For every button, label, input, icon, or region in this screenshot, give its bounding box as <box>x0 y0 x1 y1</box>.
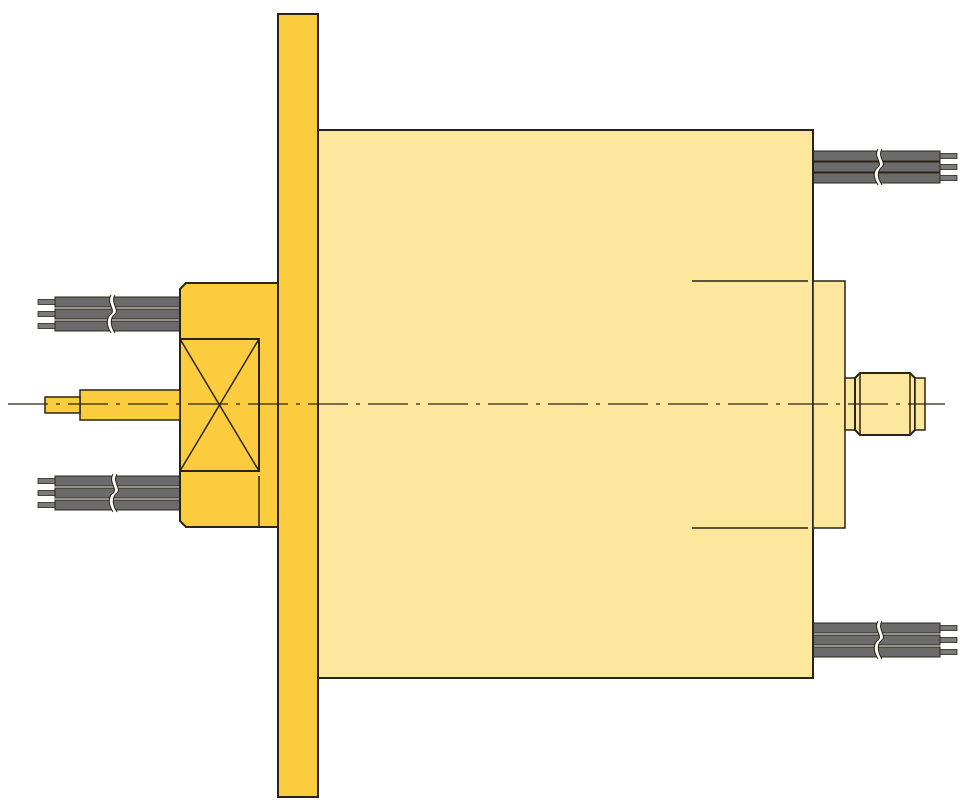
wire-bundle-left-top <box>37 293 181 335</box>
wire-tip <box>37 299 56 305</box>
break-mark <box>107 293 117 335</box>
break-mark <box>877 148 884 186</box>
wire-bundle-right-bottom <box>812 619 958 661</box>
wire <box>54 320 181 332</box>
break-mark <box>874 619 884 661</box>
break-mark <box>874 147 884 187</box>
wire-tip <box>37 478 56 484</box>
break-mark <box>108 473 115 513</box>
wire-bundles <box>37 147 958 661</box>
wire-tip <box>37 311 56 317</box>
break-mark <box>109 472 119 514</box>
break-mark <box>106 294 113 334</box>
wire-tip <box>939 153 958 159</box>
shaft <box>79 389 181 421</box>
wire <box>54 499 181 511</box>
break-mark <box>112 473 119 513</box>
break-mark <box>873 620 880 660</box>
wire-bundle-right-top <box>812 147 958 187</box>
wire-bundle-left-bottom <box>37 472 181 514</box>
wire <box>54 308 181 320</box>
wire-tip <box>37 323 56 329</box>
flange <box>277 13 319 798</box>
wire-tip <box>939 164 958 170</box>
break-mark <box>873 148 880 186</box>
wire-tip <box>37 502 56 508</box>
break-mark <box>110 294 117 334</box>
wire-tip <box>939 175 958 181</box>
wire-tip <box>37 490 56 496</box>
wire <box>54 296 181 308</box>
shaft-tip <box>44 396 81 414</box>
wire-tip <box>939 649 958 655</box>
wire <box>54 475 181 487</box>
break-mark <box>877 620 884 660</box>
wire-tip <box>939 625 958 631</box>
bearing-cross-2 <box>179 338 260 472</box>
wire-tip <box>939 637 958 643</box>
